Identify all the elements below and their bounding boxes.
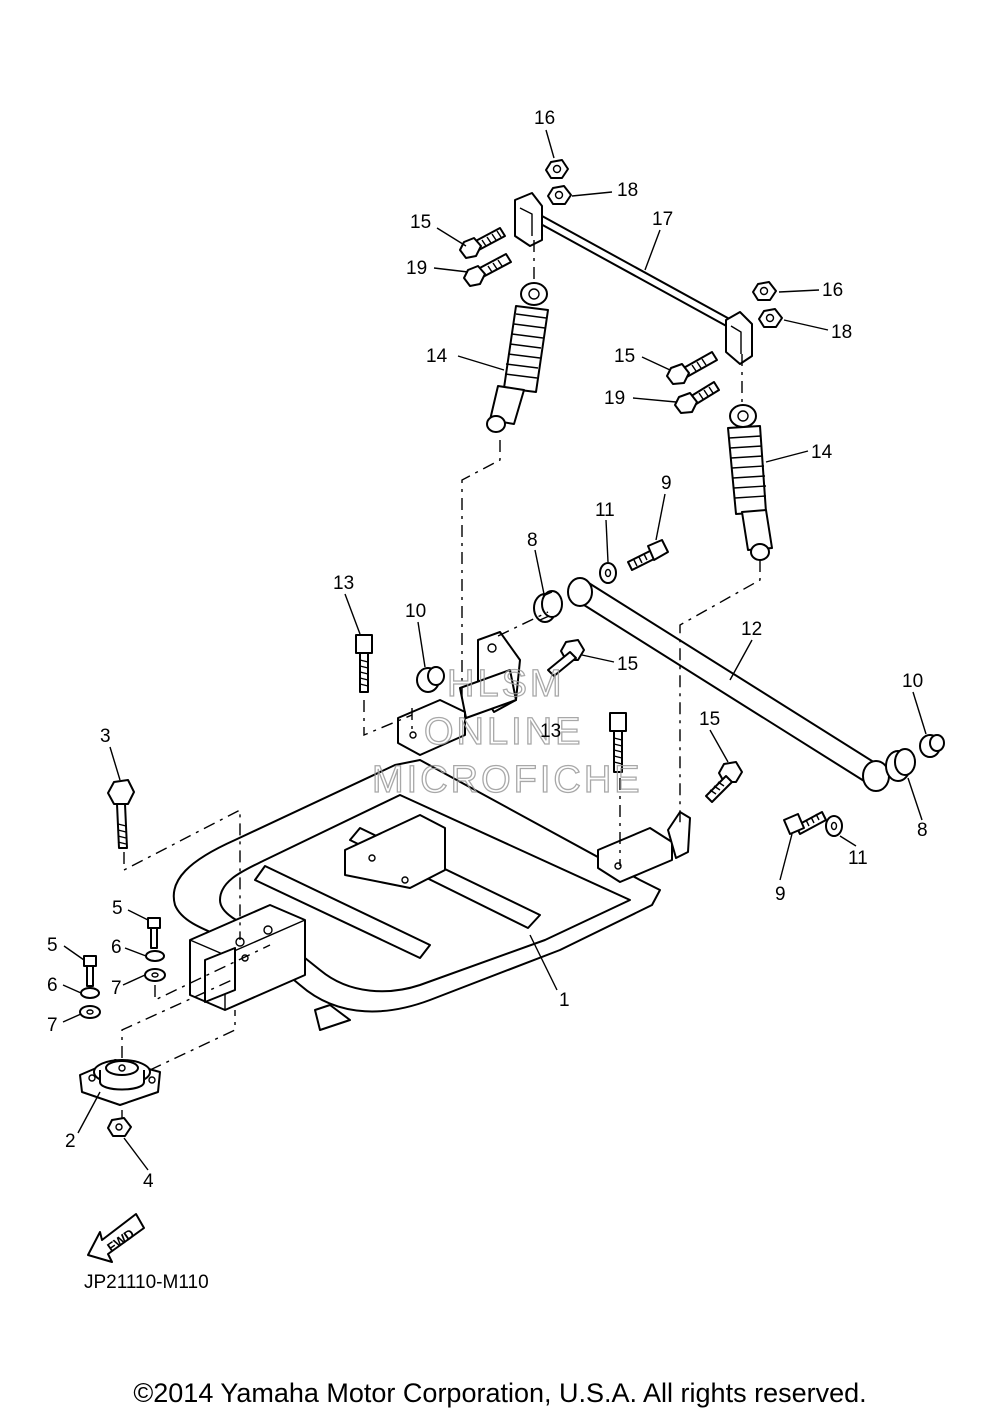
bolt-part-5-upper (147, 917, 161, 949)
assembly-lines (121, 240, 761, 1118)
bolt-part-9-lower (783, 811, 827, 835)
callout-6: 6 (47, 975, 58, 996)
shock-absorber-part-14-left (486, 282, 549, 433)
callout-5: 5 (47, 935, 58, 956)
nut-part-4 (107, 1117, 132, 1137)
diagram-code: JP21110-M110 (84, 1272, 209, 1293)
callout-2: 2 (65, 1131, 76, 1152)
bushing-part-8-left (533, 590, 563, 623)
washer-part-7-lower (79, 1005, 101, 1019)
washer-part-6-lower (80, 987, 100, 999)
callout-15: 15 (617, 654, 638, 675)
callout-16: 16 (534, 108, 555, 129)
callout-8: 8 (527, 530, 538, 551)
bolt-part-15-lower (705, 761, 743, 803)
callout-15: 15 (614, 346, 635, 367)
nut-part-16-right (752, 281, 777, 301)
callout-18: 18 (831, 322, 852, 343)
bolt-part-15-center (547, 639, 585, 677)
callout-13: 13 (540, 721, 561, 742)
callout-15: 15 (699, 709, 720, 730)
watermark: HLSM ONLINE MICROFICHE (371, 662, 643, 801)
bolt-part-13-right (609, 712, 627, 773)
watermark-line-3: MICROFICHE (372, 759, 643, 801)
callout-6: 6 (111, 937, 122, 958)
callout-18: 18 (617, 180, 638, 201)
callout-1: 1 (559, 990, 570, 1011)
callout-7: 7 (47, 1015, 58, 1036)
callout-4: 4 (143, 1171, 154, 1192)
callout-19: 19 (604, 388, 625, 409)
callout-16: 16 (822, 280, 843, 301)
callout-3: 3 (100, 726, 111, 747)
engine-mount-part-2 (79, 1059, 161, 1106)
watermark-line-2: ONLINE (424, 711, 583, 753)
bolt-part-15-right (666, 351, 718, 385)
anchor-bar-part-17 (514, 192, 753, 365)
callouts: 16 18 17 15 19 16 18 14 15 19 14 9 11 8 … (47, 108, 928, 1192)
bolt-part-13-left (355, 634, 373, 693)
shock-mount-bracket (459, 631, 521, 719)
callout-15: 15 (410, 212, 431, 233)
callout-7: 7 (111, 978, 122, 999)
bolt-part-19-upper (463, 253, 512, 287)
shock-absorber-part-14-right (727, 404, 773, 561)
watermark-line-1: HLSM (447, 663, 565, 705)
bolt-part-19-right (674, 381, 720, 414)
bolt-part-15-upper (459, 227, 506, 259)
washer-part-11-lower (825, 815, 843, 837)
collar-part-10-left (416, 666, 445, 693)
nut-part-18-right (758, 308, 783, 328)
callout-19: 19 (406, 258, 427, 279)
callout-9: 9 (775, 884, 786, 905)
frame-part-1 (172, 699, 691, 1031)
callout-10: 10 (902, 671, 923, 692)
callout-5: 5 (112, 898, 123, 919)
bolt-part-9-upper (627, 539, 669, 571)
nut-part-16-upper (545, 159, 569, 179)
washer-part-6-upper (145, 950, 165, 962)
leader-lines (62, 129, 927, 1171)
bolt-part-3 (107, 779, 135, 849)
fwd-arrow-icon: FWD (87, 1213, 145, 1263)
callout-9: 9 (661, 473, 672, 494)
copyright-notice: ©2014 Yamaha Motor Corporation, U.S.A. A… (133, 1378, 867, 1408)
callout-8: 8 (917, 820, 928, 841)
collar-part-10-right (919, 734, 945, 758)
nut-part-18-upper (547, 185, 572, 205)
bolt-part-5-lower (83, 955, 97, 987)
bushing-part-8-right (885, 748, 916, 782)
callout-13: 13 (333, 573, 354, 594)
callout-10: 10 (405, 601, 426, 622)
callout-11: 11 (848, 848, 868, 869)
callout-14: 14 (426, 346, 448, 367)
callout-12: 12 (741, 619, 762, 640)
washer-part-11-upper (599, 562, 617, 584)
callout-17: 17 (652, 209, 673, 230)
tie-rod-part-12 (567, 577, 890, 792)
callout-11: 11 (595, 500, 615, 521)
callout-14: 14 (811, 442, 833, 463)
washer-part-7-upper (144, 968, 166, 982)
